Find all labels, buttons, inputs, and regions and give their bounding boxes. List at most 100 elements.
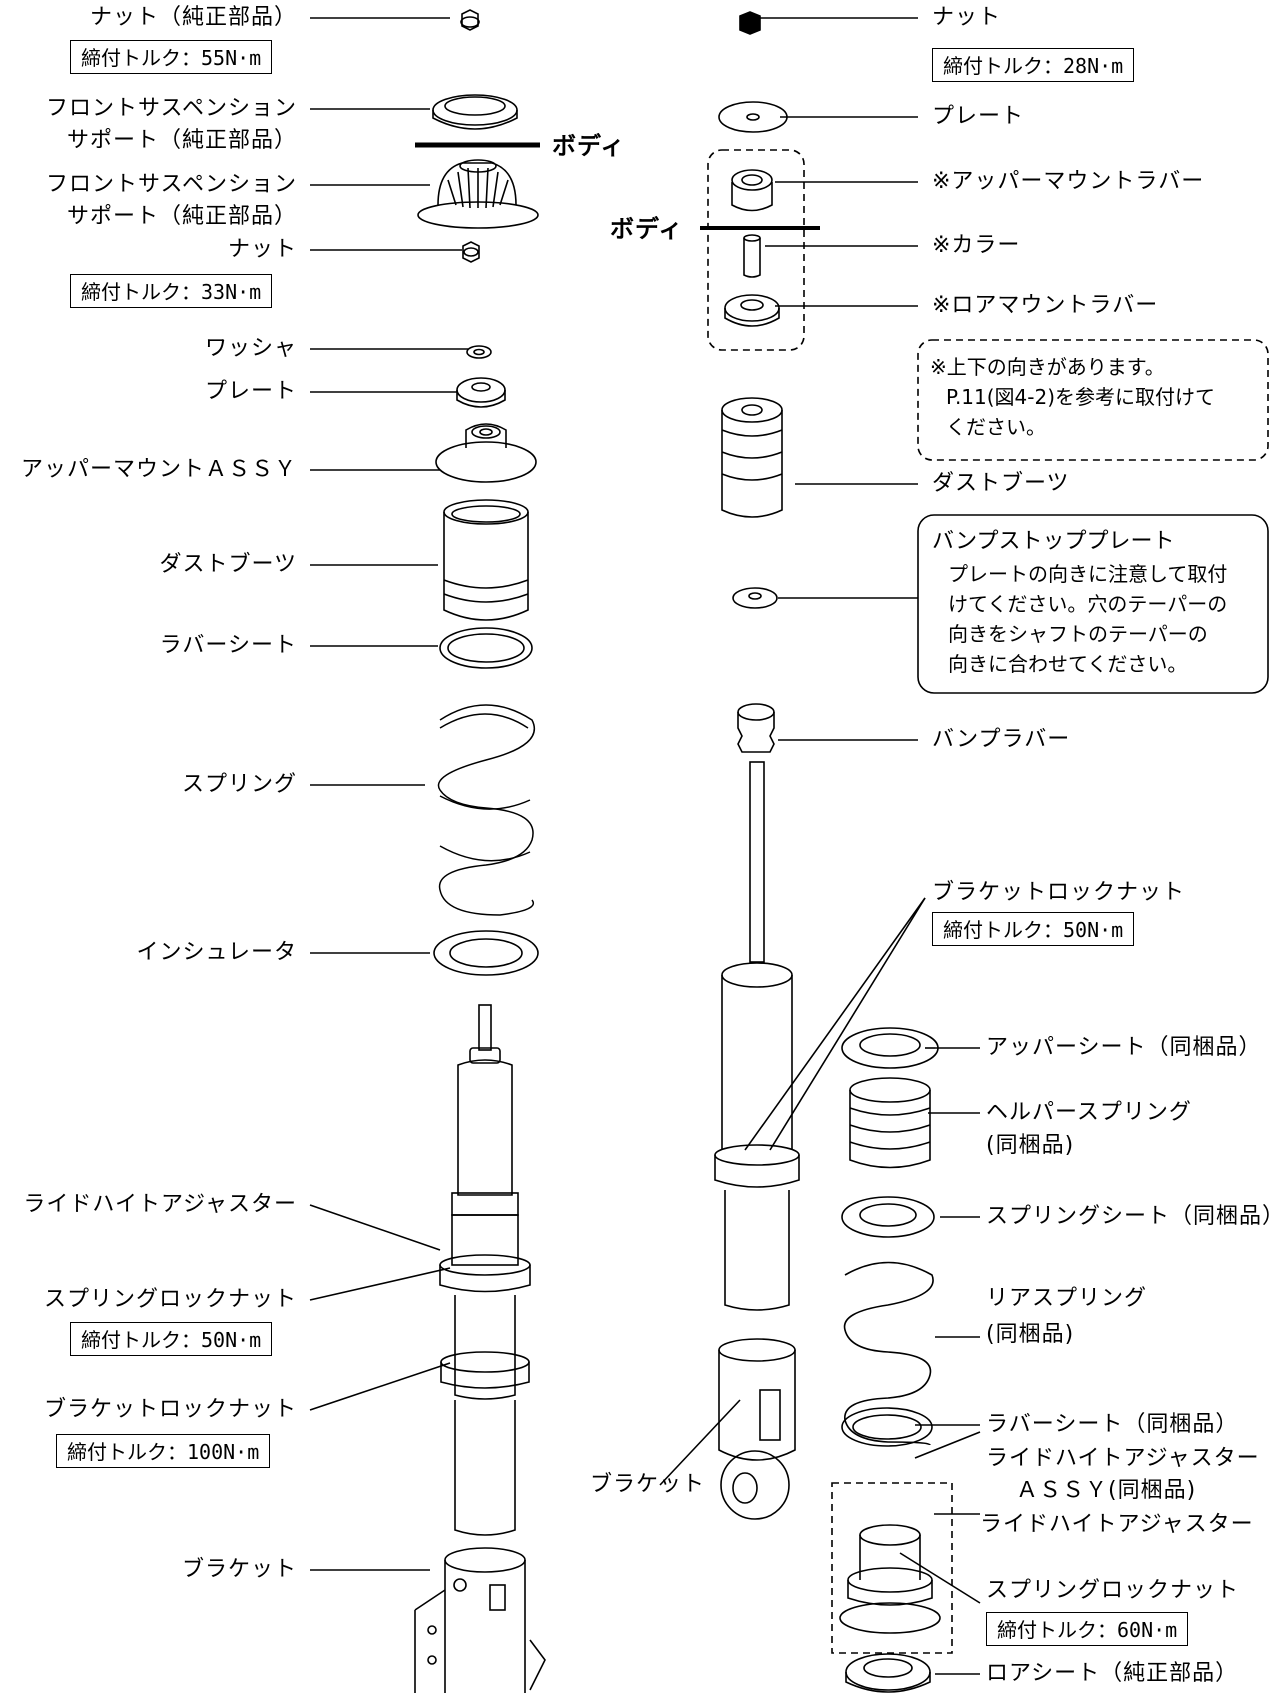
bump-stop-plate-title: バンプストッププレート [932,529,1175,554]
label-front-support-1b: サポート（純正部品） [66,128,297,153]
left-insulator [433,930,539,976]
label-right-spring-lock-nut: スプリングロックナット [986,1578,1240,1603]
left-strut-body [439,1004,531,1536]
label-left-top-nut: ナット（純正部品） [89,5,297,30]
torque-box-50-right: 締付トルク：50N·m [932,912,1135,946]
right-lower-seat [845,1653,931,1693]
right-bracket [718,1338,796,1520]
label-left-bracket-lock-nut: ブラケットロックナット [43,1397,297,1422]
label-left-nut: ナット [227,237,297,262]
left-nut-2 [462,241,480,263]
left-rubber-seat [439,627,533,669]
label-lower-seat: ロアシート（純正部品） [986,1661,1239,1686]
left-dust-boot [443,499,529,621]
label-helper-spring-b: (同梱品) [986,1133,1075,1158]
torque-33-text: 締付トルク：33N·m [81,280,262,304]
left-plate [456,377,506,408]
torque-60-text: 締付トルク：60N·m [997,1618,1178,1642]
orientation-note-line-3: ください。 [946,415,1046,439]
right-orientation-note-box [917,339,1269,461]
torque-box-100: 締付トルク：100N·m [56,1434,271,1468]
right-bump-stop-note-box [917,514,1269,694]
label-rear-spring-a: リアスプリング [986,1286,1148,1311]
label-upper-seat: アッパーシート（同梱品） [986,1035,1262,1060]
torque-28-text: 締付トルク：28N·m [943,54,1124,78]
label-right-body: ボディ [610,215,684,243]
torque-box-50-left: 締付トルク：50N·m [70,1322,273,1356]
label-left-body: ボディ [552,132,626,160]
left-washer [466,345,492,359]
right-mount-group-box [707,149,805,351]
right-leader-lines [659,17,981,1675]
right-bump-rubber [737,703,775,753]
label-washer: ワッシャ [204,336,297,361]
right-shock-body [714,761,800,1311]
label-left-dust-boot: ダストブーツ [159,552,297,577]
right-ride-height-group-box [831,1482,953,1654]
left-support-upper [432,94,518,130]
right-top-nut [739,11,761,35]
left-bracket [414,1547,546,1693]
torque-50-right-text: 締付トルク：50N·m [943,918,1124,942]
label-front-support-2a: フロントサスペンション [45,172,297,197]
label-ride-height-assy-a: ライドハイトアジャスター [986,1446,1260,1471]
label-front-support-1a: フロントサスペンション [45,96,297,121]
label-left-rubber-seat: ラバーシート [159,633,297,658]
label-left-bracket: ブラケット [181,1557,297,1582]
label-right-ride-height: ライドハイトアジャスター [980,1512,1254,1537]
orientation-note-line-2: P.11(図4-2)を参考に取付けて [946,385,1216,409]
label-right-nut: ナット [932,5,1002,30]
left-support-lower [417,159,539,229]
bump-stop-note-line-2: けてください。穴のテーパーの [948,592,1228,616]
left-leader-lines [309,17,468,1571]
right-upper-seat [841,1027,939,1069]
torque-box-33: 締付トルク：33N·m [70,274,273,308]
label-front-support-2b: サポート（純正部品） [66,204,297,229]
label-collar: ※カラー [932,233,1021,258]
orientation-note: ※上下の向きがあります。 P.11(図4-2)を参考に取付けて ください。 [930,352,1215,442]
label-right-bracket: ブラケット [590,1472,706,1497]
right-rear-spring [843,1261,934,1446]
label-left-ride-height: ライドハイトアジャスター [23,1192,297,1217]
label-left-plate: プレート [204,379,297,404]
label-rear-spring-b: (同梱品) [986,1322,1075,1347]
label-lower-mount-rubber: ※ロアマウントラバー [932,293,1159,318]
label-insulator: インシュレータ [136,940,297,965]
torque-55-text: 締付トルク：55N·m [81,46,262,70]
label-right-rubber-seat: ラバーシート（同梱品） [986,1412,1239,1437]
torque-100-text: 締付トルク：100N·m [67,1440,260,1464]
label-left-spring-lock-nut: スプリングロックナット [43,1287,297,1312]
torque-50-left-text: 締付トルク：50N·m [81,1328,262,1352]
label-right-dust-boot: ダストブーツ [932,471,1070,496]
right-bump-stop-plate [732,587,778,609]
torque-box-28: 締付トルク：28N·m [932,48,1135,82]
label-ride-height-assy-b: ＡＳＳＹ(同梱品) [1016,1478,1197,1503]
right-dust-boot [721,397,783,518]
left-top-nut [460,9,480,31]
label-spring-seat: スプリングシート（同梱品） [986,1204,1286,1229]
label-bump-rubber: バンプラバー [932,727,1071,752]
right-collar [743,234,761,278]
label-helper-spring-a: ヘルパースプリング [986,1100,1192,1125]
label-upper-mount-rubber: ※アッパーマウントラバー [932,169,1205,194]
right-ride-height-adjuster [839,1524,941,1634]
bump-stop-note-line-4: 向きに合わせてください。 [948,652,1188,676]
right-upper-mount-rubber [731,169,773,212]
label-right-bracket-lock-nut: ブラケットロックナット [932,880,1186,905]
left-spring [437,704,535,916]
right-spring-seat [841,1196,935,1238]
right-rubber-seat [841,1407,933,1447]
right-helper-spring [849,1077,931,1169]
bump-stop-note-line-3: 向きをシャフトのテーパーの [948,622,1208,646]
left-upper-mount [435,423,537,483]
torque-box-55: 締付トルク：55N·m [70,40,273,74]
label-right-plate: プレート [932,104,1025,129]
right-lower-mount-rubber [724,294,780,327]
right-plate [718,101,788,133]
bump-stop-note: バンプストッププレート プレートの向きに注意して取付 けてください。穴のテーパー… [932,525,1227,679]
torque-box-60: 締付トルク：60N·m [986,1612,1189,1646]
bump-stop-note-line-1: プレートの向きに注意して取付 [948,562,1228,586]
orientation-note-line-1: ※上下の向きがあります。 [930,355,1165,379]
label-upper-mount: アッパーマウントＡＳＳＹ [20,457,297,482]
